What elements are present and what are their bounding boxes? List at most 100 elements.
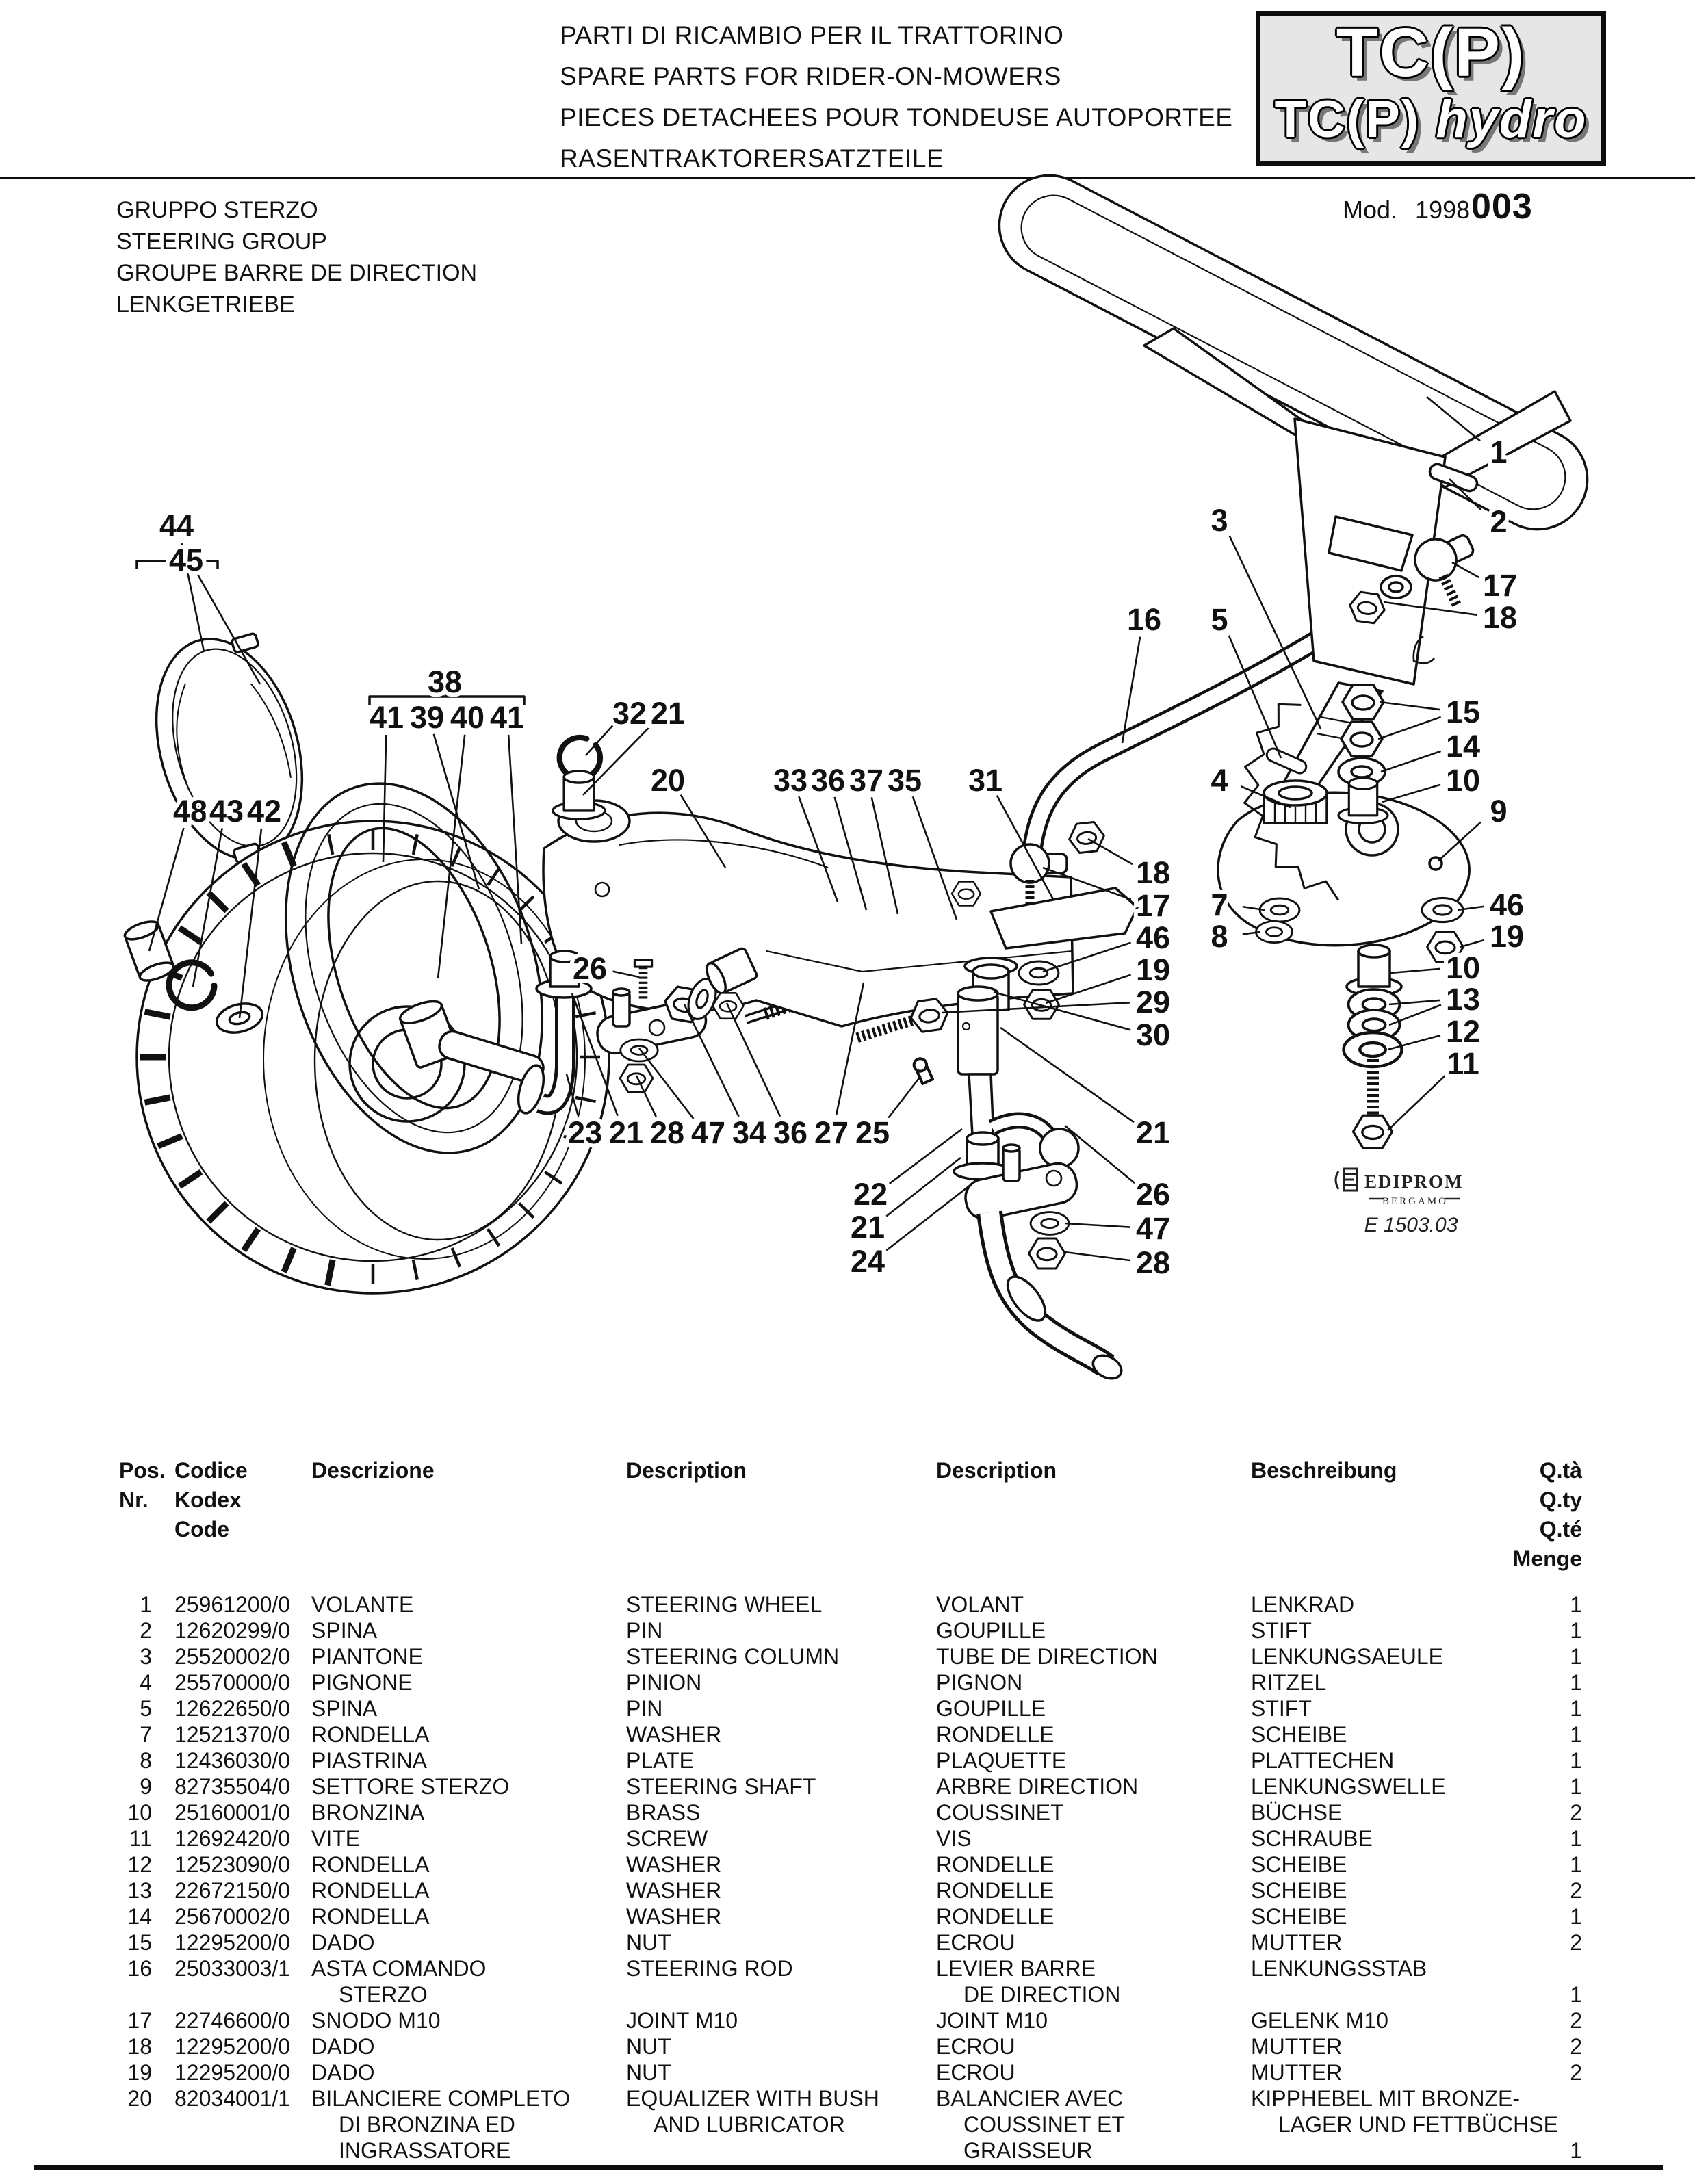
callout-leader <box>571 993 619 1117</box>
callout-4: 4 <box>1211 763 1228 798</box>
cell-line: SCHEIBE <box>1251 1904 1347 1929</box>
callout-31: 31 <box>968 763 1002 798</box>
cell-description-fr: GOUPILLE <box>936 1617 1251 1643</box>
callout-45: 45 <box>169 543 203 577</box>
tread-tick <box>517 1201 535 1219</box>
callout-leader <box>1451 561 1479 579</box>
callout-leader <box>1377 716 1442 740</box>
cell-line: 25961200/0 <box>174 1592 291 1617</box>
callout-22: 22 <box>853 1177 888 1212</box>
callout-leader <box>1388 999 1440 1006</box>
header-descrizione <box>311 1544 626 1574</box>
cell-line: 14 <box>127 1904 152 1929</box>
cell-line: BALANCIER AVEC <box>936 2086 1124 2111</box>
tread-tick <box>517 895 535 913</box>
cell-descrizione: RONDELLA <box>311 1721 626 1747</box>
callout-leader <box>1382 783 1441 803</box>
cell-line: 2 <box>140 1618 152 1643</box>
callout-leader <box>1087 837 1133 866</box>
cell-line: RONDELLA <box>311 1852 430 1877</box>
cell-descrizione: SNODO M10 <box>311 2007 626 2033</box>
cell-line: GRAISSEUR <box>963 2138 1093 2163</box>
cell-line: NUT <box>626 2034 671 2059</box>
cell-descrizione: SETTORE STERZO <box>311 1773 626 1799</box>
cell-description-en: NUT <box>626 2033 936 2059</box>
tread-tick <box>324 1259 336 1286</box>
cell-line: DADO <box>311 1930 375 1955</box>
callout-35: 35 <box>888 763 922 798</box>
callout-7: 7 <box>1211 887 1228 922</box>
header-descrizione <box>311 1485 626 1515</box>
cell-code: 25520002/0 <box>174 1643 311 1669</box>
cell-line: 12295200/0 <box>174 2034 291 2059</box>
cell-beschreibung: MUTTER <box>1251 2033 1505 2059</box>
cell-pos: 1 <box>116 1591 174 1617</box>
callout-leader <box>683 1004 740 1117</box>
cell-qty-value: 1 <box>1570 1618 1582 1643</box>
callout-leader <box>1460 939 1485 948</box>
cell-line: STERZO <box>339 1982 428 2007</box>
callout-leader <box>197 574 261 685</box>
header-qty: Q.tà <box>1539 1458 1582 1483</box>
callout-19: 19 <box>1490 919 1524 954</box>
callout-47: 47 <box>691 1115 725 1150</box>
cell-line: 9 <box>140 1774 152 1799</box>
cell-qty: 1 <box>1505 1851 1582 1877</box>
cell-line: LAGER UND FETTBÜCHSE <box>1278 2112 1558 2137</box>
cell-beschreibung: STIFT <box>1251 1695 1505 1721</box>
cell-line: LENKRAD <box>1251 1592 1355 1617</box>
cell-description-en: STEERING SHAFT <box>626 1773 936 1799</box>
cell-beschreibung: MUTTER <box>1251 1929 1505 1955</box>
cell-line: ECROU <box>936 2060 1015 2085</box>
cell-line: LENKUNGSSTAB <box>1251 1956 1427 1981</box>
tread-tick <box>575 1011 597 1019</box>
callout-leader <box>565 1074 579 1116</box>
cell-line: SCREW <box>626 1826 708 1851</box>
cell-line: VIS <box>936 1826 972 1851</box>
cell-code: 82034001/1 <box>174 2085 311 2163</box>
cell-line: ASTA COMANDO <box>311 1956 487 1981</box>
tread-tick <box>157 1133 183 1149</box>
cell-qty-value: 1 <box>1570 1644 1582 1669</box>
callout-44: 44 <box>159 508 194 543</box>
cell-line: RONDELLA <box>311 1878 430 1903</box>
ediprom-mark-icon <box>1334 1167 1358 1192</box>
cell-pos: 17 <box>116 2007 174 2033</box>
cell-line: 25160001/0 <box>174 1800 291 1825</box>
callout-27: 27 <box>814 1115 849 1150</box>
credit-brand: EDIPROM <box>1364 1171 1464 1192</box>
cell-line: RONDELLE <box>936 1904 1054 1929</box>
cell-line: JOINT M10 <box>626 2008 738 2033</box>
callout-leader <box>1241 785 1291 809</box>
cell-descrizione: RONDELLA <box>311 1877 626 1903</box>
cell-line: 12295200/0 <box>174 2060 291 2085</box>
callout-23: 23 <box>568 1115 602 1150</box>
cell-description-en: WASHER <box>626 1851 936 1877</box>
bracket-44-45 <box>135 550 219 569</box>
callout-17: 17 <box>1483 568 1517 603</box>
section-title-line-2: GROUPE BARRE DE DIRECTION <box>116 260 478 286</box>
cell-qty-value: 2 <box>1570 2008 1582 2033</box>
callout-leader <box>680 794 727 868</box>
cell-line: 11 <box>129 1826 152 1851</box>
callout-16: 16 <box>1127 602 1161 637</box>
callout-leader <box>941 1002 1130 1014</box>
header-title-line-2: PIECES DETACHEES POUR TONDEUSE AUTOPORTE… <box>560 103 1233 131</box>
cell-description-en: STEERING ROD <box>626 1955 936 2007</box>
cell-pos: 15 <box>116 1929 174 1955</box>
header-description-en: Description <box>626 1458 747 1483</box>
page-number: 003 <box>1471 187 1533 226</box>
cell-line: EQUALIZER WITH BUSH <box>626 2086 879 2111</box>
callout-18: 18 <box>1136 855 1170 890</box>
callout-leader <box>870 797 899 915</box>
cell-qty: 1 <box>1505 1825 1582 1851</box>
cell-description-en: STEERING WHEEL <box>626 1591 936 1617</box>
cell-line: SPINA <box>311 1696 378 1721</box>
cell-beschreibung: SCHEIBE <box>1251 1877 1505 1903</box>
